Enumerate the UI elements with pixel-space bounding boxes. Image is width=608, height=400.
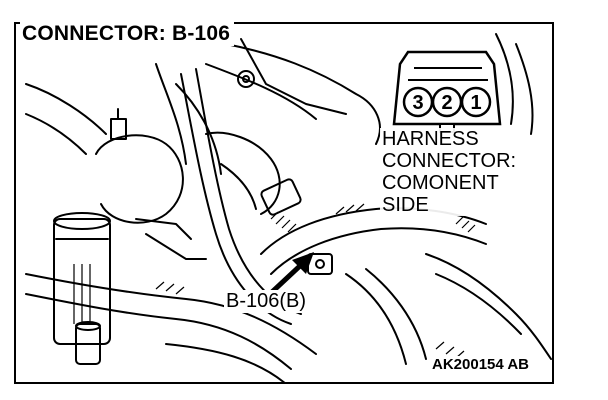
callout-label: B-106(B) (224, 290, 309, 313)
pin-2-label: 2 (441, 92, 452, 114)
pin-3-label: 3 (412, 92, 423, 114)
engine-illustration: 3 2 1 (25, 33, 552, 382)
connector-side-label: HARNESS CONNECTOR: COMONENT SIDE (380, 128, 519, 216)
connector-face: 3 2 1 (392, 50, 502, 133)
figure-code: AK200154 AB (430, 356, 531, 373)
label-line-4: SIDE (382, 194, 429, 216)
callout-arrow (270, 252, 314, 294)
pin-1-label: 1 (470, 92, 481, 114)
pin-1-circle (460, 86, 492, 118)
label-line-2: CONNECTOR: (382, 150, 517, 172)
label-line-1: HARNESS (382, 128, 479, 150)
page-title: CONNECTOR: B-106 (20, 22, 235, 46)
label-line-3: COMONENT (382, 172, 499, 194)
